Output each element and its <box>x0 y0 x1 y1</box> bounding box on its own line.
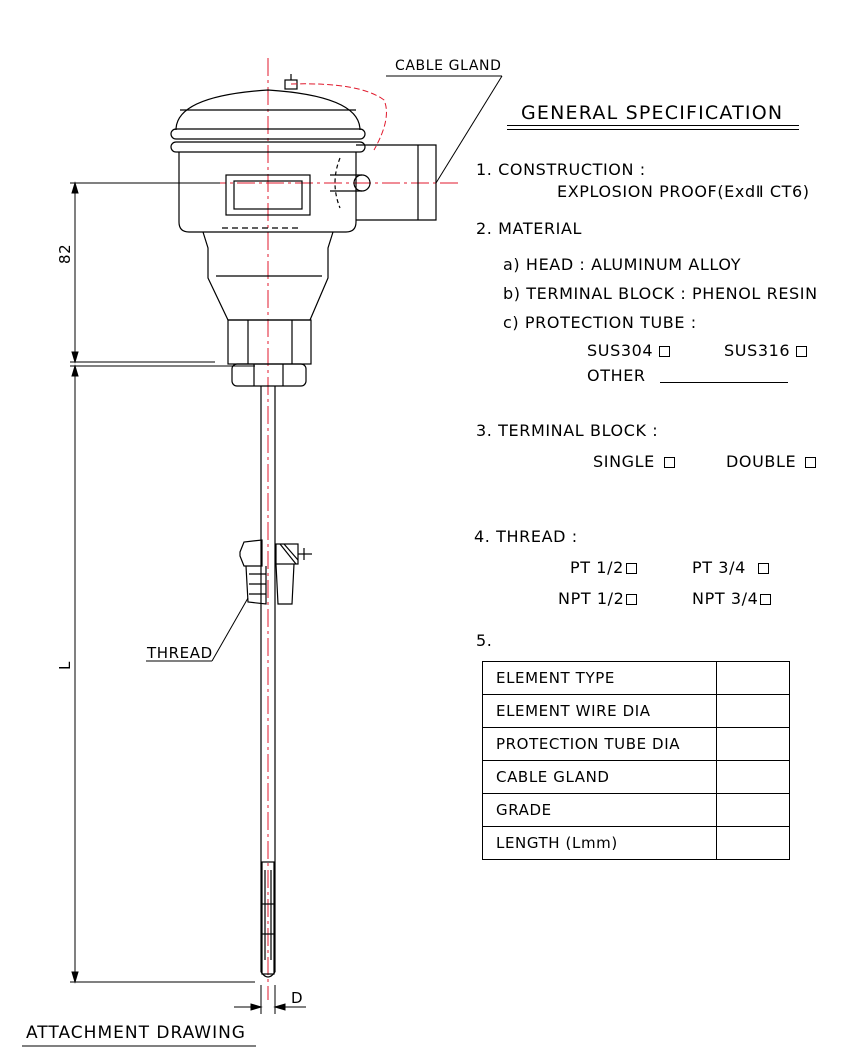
construction-label: 1. CONSTRUCTION : <box>476 160 646 179</box>
leader-lines <box>146 75 503 662</box>
terminal-block-label: 3. TERMINAL BLOCK : <box>476 421 659 440</box>
thread-spec-label: 4. THREAD : <box>474 527 578 546</box>
thread-fitting <box>239 539 312 605</box>
row-value-cell[interactable] <box>716 727 790 761</box>
spec-title-rule-2 <box>507 129 799 130</box>
row-value-cell[interactable] <box>716 760 790 794</box>
option-single-label: SINGLE <box>593 452 655 471</box>
option-single[interactable]: SINGLE <box>593 452 675 471</box>
option-pt-three-quarter-label: PT 3/4 <box>692 558 746 577</box>
option-pt-half-label: PT 1/2 <box>570 558 624 577</box>
row-label: ELEMENT TYPE <box>482 661 717 695</box>
material-label: 2. MATERIAL <box>476 219 583 238</box>
table-label: 5. <box>476 631 493 650</box>
table-row: ELEMENT WIRE DIA <box>482 694 790 728</box>
option-pt-half[interactable]: PT 1/2 <box>570 558 637 577</box>
row-label: LENGTH (Lmm) <box>482 826 717 860</box>
material-head: a) HEAD : ALUMINUM ALLOY <box>503 255 742 274</box>
protection-tube <box>260 386 276 978</box>
option-npt-half[interactable]: NPT 1/2 <box>558 589 638 608</box>
dimension-length: L <box>56 661 74 670</box>
dimension-diameter: D <box>291 989 304 1007</box>
cable-gland-label: CABLE GLAND <box>395 58 502 74</box>
material-protection-tube: c) PROTECTION TUBE : <box>503 313 697 332</box>
row-value-cell[interactable] <box>716 661 790 695</box>
option-sus316-label: SUS316 <box>724 341 791 360</box>
dimension-82: 82 <box>56 243 74 264</box>
row-value-cell[interactable] <box>716 694 790 728</box>
option-npt-half-label: NPT 1/2 <box>558 589 625 608</box>
table-row: LENGTH (Lmm) <box>482 826 790 860</box>
row-value-cell[interactable] <box>716 793 790 827</box>
construction-value: EXPLOSION PROOF(ExdⅡ CT6) <box>557 182 810 201</box>
option-npt-three-quarter-label: NPT 3/4 <box>692 589 759 608</box>
footer-title: ATTACHMENT DRAWING <box>26 1023 246 1043</box>
material-terminal-block: b) TERMINAL BLOCK : PHENOL RESIN <box>503 284 818 303</box>
npt-three-quarter-checkbox[interactable] <box>760 594 772 605</box>
center-lines <box>150 58 460 1000</box>
row-label: CABLE GLAND <box>482 760 717 794</box>
spec-title: GENERAL SPECIFICATION <box>521 102 784 124</box>
terminal-head <box>170 74 437 387</box>
option-double-label: DOUBLE <box>726 452 797 471</box>
cable-lead <box>290 83 387 151</box>
sus316-checkbox[interactable] <box>796 346 808 357</box>
pt-half-checkbox[interactable] <box>625 563 637 574</box>
row-label: ELEMENT WIRE DIA <box>482 694 717 728</box>
row-value-cell[interactable] <box>716 826 790 860</box>
spec-table: ELEMENT TYPE ELEMENT WIRE DIA PROTECTION… <box>482 661 790 860</box>
npt-half-checkbox[interactable] <box>626 594 638 605</box>
option-sus304-label: SUS304 <box>587 341 654 360</box>
option-other-label: OTHER <box>587 366 646 385</box>
spec-title-rule <box>507 125 799 126</box>
option-pt-three-quarter[interactable]: PT 3/4 <box>692 558 769 577</box>
option-sus304[interactable]: SUS304 <box>587 341 671 360</box>
single-checkbox[interactable] <box>663 457 675 468</box>
row-label: GRADE <box>482 793 717 827</box>
pt-three-quarter-checkbox[interactable] <box>757 563 769 574</box>
row-label: PROTECTION TUBE DIA <box>482 727 717 761</box>
sus304-checkbox[interactable] <box>659 346 671 357</box>
table-row: CABLE GLAND <box>482 760 790 794</box>
option-sus316[interactable]: SUS316 <box>724 341 808 360</box>
double-checkbox[interactable] <box>805 457 817 468</box>
table-row: GRADE <box>482 793 790 827</box>
dimension-lines <box>70 181 306 1014</box>
other-input-line[interactable] <box>660 382 788 383</box>
table-row: ELEMENT TYPE <box>482 661 790 695</box>
table-row: PROTECTION TUBE DIA <box>482 727 790 761</box>
option-npt-three-quarter[interactable]: NPT 3/4 <box>692 589 772 608</box>
thread-label: THREAD <box>147 644 213 662</box>
option-double[interactable]: DOUBLE <box>726 452 817 471</box>
